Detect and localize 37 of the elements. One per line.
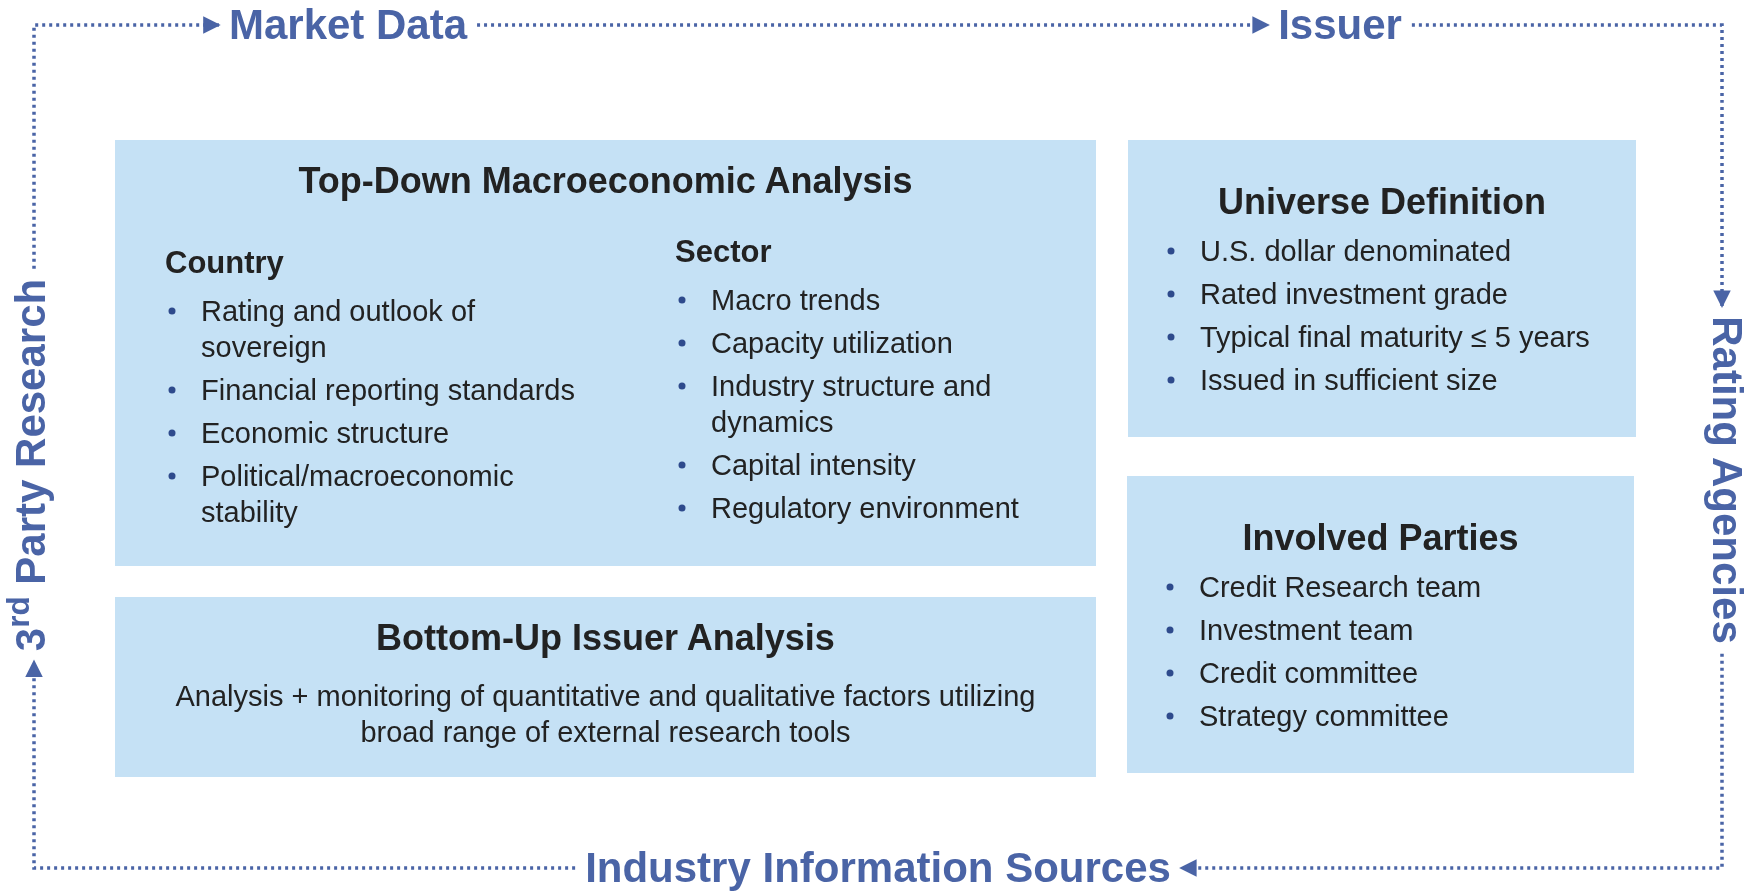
dotted-arrow: [1411, 23, 1731, 308]
list-item: Economic structure: [201, 416, 450, 451]
panel-title: Bottom-Up Issuer Analysis: [375, 616, 836, 660]
flow-label: Issuer: [1278, 2, 1402, 48]
panel-title: Top-Down Macroeconomic Analysis: [297, 159, 914, 203]
column-heading: Sector: [675, 233, 773, 271]
dotted-arrow: [32, 16, 221, 269]
flow-label: Rating Agencies: [1704, 316, 1750, 644]
content-panel: [115, 140, 1096, 566]
panel-title: Involved Parties: [1241, 516, 1520, 560]
panel-title: Universe Definition: [1216, 180, 1548, 224]
list-item: Credit Research team: [1199, 570, 1482, 605]
list-item: Financial reporting standards: [201, 373, 575, 408]
list-item: Capital intensity: [711, 448, 916, 483]
content-panel: [1128, 140, 1636, 437]
content-panel: [1127, 476, 1634, 773]
list-item: Credit committee: [1199, 656, 1419, 691]
flow-label: Industry Information Sources: [585, 845, 1171, 891]
list-item: Industry structure and dynamics: [711, 369, 993, 440]
panel-text: Analysis + monitoring of quantitative and qualitative factors utilizing broad range of external research tools: [174, 679, 1037, 750]
dotted-arrow: [477, 16, 1270, 34]
dotted-arrow: [25, 659, 576, 870]
list-item: Rated investment grade: [1200, 277, 1508, 312]
list-item: Strategy committee: [1199, 699, 1449, 734]
list-item: Political/macroeconomic stability: [201, 459, 515, 530]
column-heading: Country: [165, 244, 285, 282]
list-item: Regulatory environment: [711, 491, 1019, 526]
list-item: Rating and outlook of sovereign: [201, 294, 477, 365]
list-item: Macro trends: [711, 283, 881, 318]
dotted-arrow: [1179, 653, 1724, 877]
list-item: U.S. dollar denominated: [1200, 234, 1512, 269]
list-item: Investment team: [1199, 613, 1414, 648]
list-item: Capacity utilization: [711, 326, 953, 361]
list-item: Issued in sufficient size: [1200, 363, 1498, 398]
flow-label: Market Data: [228, 2, 468, 48]
content-panel: [115, 597, 1096, 777]
list-item: Typical final maturity ≤ 5 years: [1200, 320, 1590, 355]
